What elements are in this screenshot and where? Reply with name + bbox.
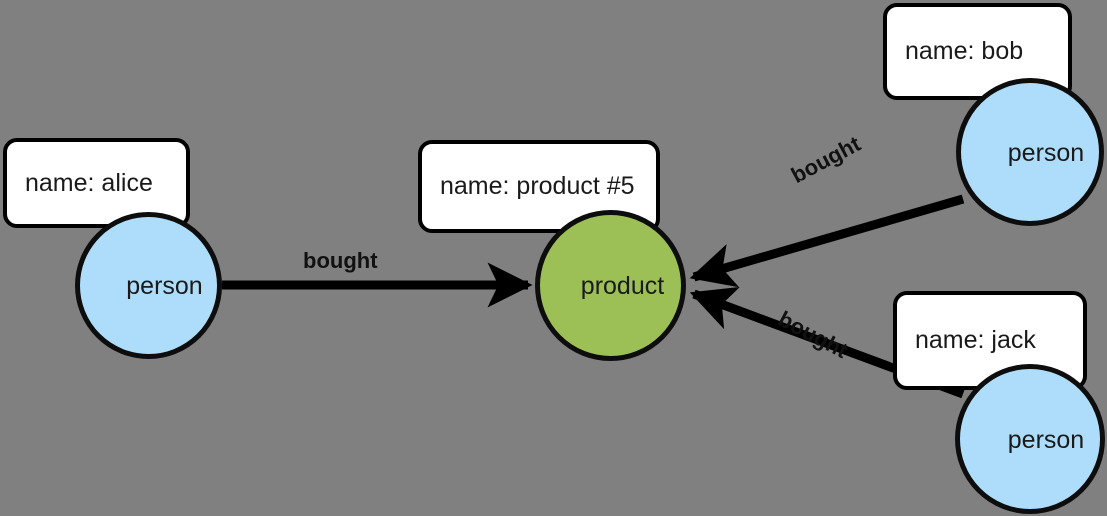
node-alice-label: person (126, 272, 203, 300)
tooltip-bob-text: name: bob (905, 37, 1024, 65)
edge-label-bob-bought: bought (787, 131, 865, 189)
node-product5[interactable]: product (535, 210, 686, 361)
node-jack[interactable]: person (955, 364, 1105, 514)
node-bob-label: person (1007, 138, 1085, 167)
edge-label-bob-bought-text: bought (787, 131, 865, 189)
node-bob[interactable]: person (956, 78, 1104, 226)
node-jack-label: person (1007, 425, 1085, 454)
tooltip-jack-text: name: jack (915, 326, 1036, 354)
edge-bob-to-product[interactable] (689, 194, 965, 288)
tooltip-alice-text: name: alice (25, 168, 153, 197)
edge-label-jack-bought: bought (774, 306, 852, 364)
edge-label-alice-bought-text: bought (303, 248, 378, 273)
node-product5-label: product (580, 272, 665, 300)
node-alice[interactable]: person (75, 212, 222, 359)
edge-label-jack-bought-text: bought (774, 306, 852, 364)
edge-label-alice-bought: bought (303, 248, 378, 274)
tooltip-product5-text: name: product #5 (440, 172, 635, 200)
